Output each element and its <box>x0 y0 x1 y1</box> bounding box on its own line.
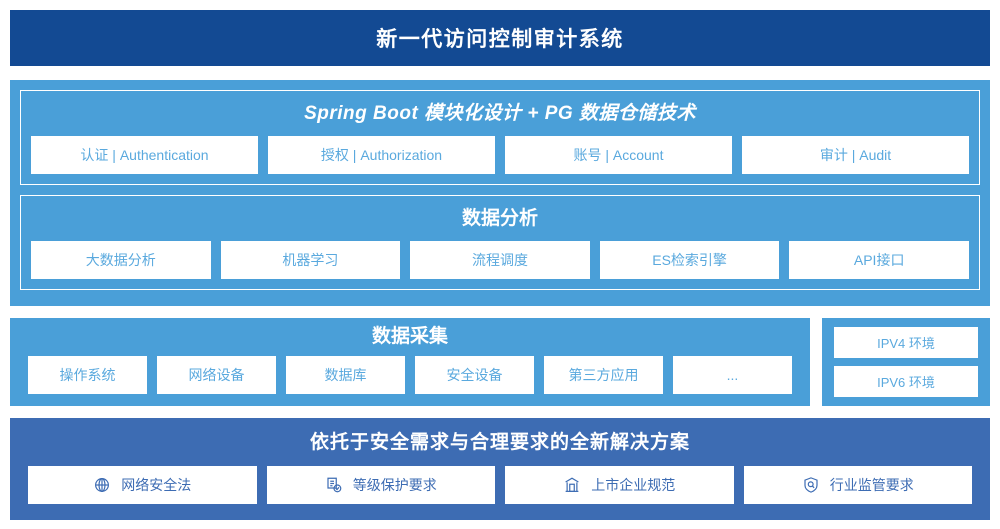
platform-card-authorization[interactable]: 授权 | Authorization <box>268 136 495 174</box>
compliance-card-label: 网络安全法 <box>121 477 192 493</box>
analysis-section: 数据分析 大数据分析 机器学习 流程调度 ES检索引擎 API接口 <box>20 195 980 290</box>
compliance-section: 依托于安全需求与合理要求的全新解决方案 网络安全法 <box>10 418 990 520</box>
analysis-card-machine-learning[interactable]: 机器学习 <box>220 241 401 279</box>
analysis-card-bigdata[interactable]: 大数据分析 <box>31 241 211 279</box>
platform-card-authentication[interactable]: 认证 | Authentication <box>31 136 258 174</box>
platform-section: Spring Boot 模块化设计 + PG 数据仓储技术 认证 | Authe… <box>20 90 980 185</box>
analysis-section-title: 数据分析 <box>461 208 538 229</box>
analysis-card-workflow[interactable]: 流程调度 <box>410 241 590 279</box>
shield-search-icon <box>802 476 820 494</box>
analysis-card-es-search[interactable]: ES检索引擎 <box>599 241 780 279</box>
collection-card-third-party-app[interactable]: 第三方应用 <box>544 356 663 394</box>
platform-card-row: 认证 | Authentication 授权 | Authorization 账… <box>31 136 969 174</box>
collection-row: 数据采集 操作系统 网络设备 数据库 安全设备 第三方应用 ... IPV4 环… <box>10 318 990 406</box>
compliance-card-row: 网络安全法 等级保护要求 <box>28 466 972 504</box>
compliance-section-title: 依托于安全需求与合理要求的全新解决方案 <box>309 432 690 453</box>
compliance-card-industry-regulation[interactable]: 行业监管要求 <box>743 466 972 504</box>
collection-card-os[interactable]: 操作系统 <box>28 356 147 394</box>
compliance-card-grade-protection[interactable]: 等级保护要求 <box>266 466 495 504</box>
document-check-icon <box>325 476 343 494</box>
compliance-card-label: 行业监管要求 <box>829 477 914 493</box>
environment-card-ipv4[interactable]: IPV4 环境 <box>834 327 978 358</box>
collection-card-database[interactable]: 数据库 <box>286 356 405 394</box>
environment-section: IPV4 环境 IPV6 环境 <box>822 318 990 406</box>
collection-card-security-device[interactable]: 安全设备 <box>415 356 534 394</box>
analysis-card-row: 大数据分析 机器学习 流程调度 ES检索引擎 API接口 <box>31 241 969 279</box>
page-title: 新一代访问控制审计系统 <box>376 28 624 51</box>
compliance-card-listed-enterprise[interactable]: 上市企业规范 <box>505 466 734 504</box>
platform-panel: Spring Boot 模块化设计 + PG 数据仓储技术 认证 | Authe… <box>10 80 990 306</box>
compliance-card-cybersecurity-law[interactable]: 网络安全法 <box>28 466 257 504</box>
globe-icon <box>93 476 111 494</box>
page-title-bar: 新一代访问控制审计系统 <box>10 10 990 66</box>
platform-card-audit[interactable]: 审计 | Audit <box>742 136 969 174</box>
bank-icon <box>563 476 581 494</box>
platform-section-title: Spring Boot 模块化设计 + PG 数据仓储技术 <box>304 103 696 124</box>
platform-card-account[interactable]: 账号 | Account <box>505 136 732 174</box>
collection-section-title: 数据采集 <box>371 326 448 347</box>
compliance-card-label: 上市企业规范 <box>591 477 676 493</box>
collection-card-network-device[interactable]: 网络设备 <box>157 356 276 394</box>
collection-section: 数据采集 操作系统 网络设备 数据库 安全设备 第三方应用 ... <box>10 318 810 406</box>
analysis-card-api[interactable]: API接口 <box>789 241 969 279</box>
collection-card-more[interactable]: ... <box>673 356 792 394</box>
collection-card-row: 操作系统 网络设备 数据库 安全设备 第三方应用 ... <box>28 356 792 394</box>
compliance-card-label: 等级保护要求 <box>352 477 437 493</box>
environment-card-ipv6[interactable]: IPV6 环境 <box>834 366 978 397</box>
